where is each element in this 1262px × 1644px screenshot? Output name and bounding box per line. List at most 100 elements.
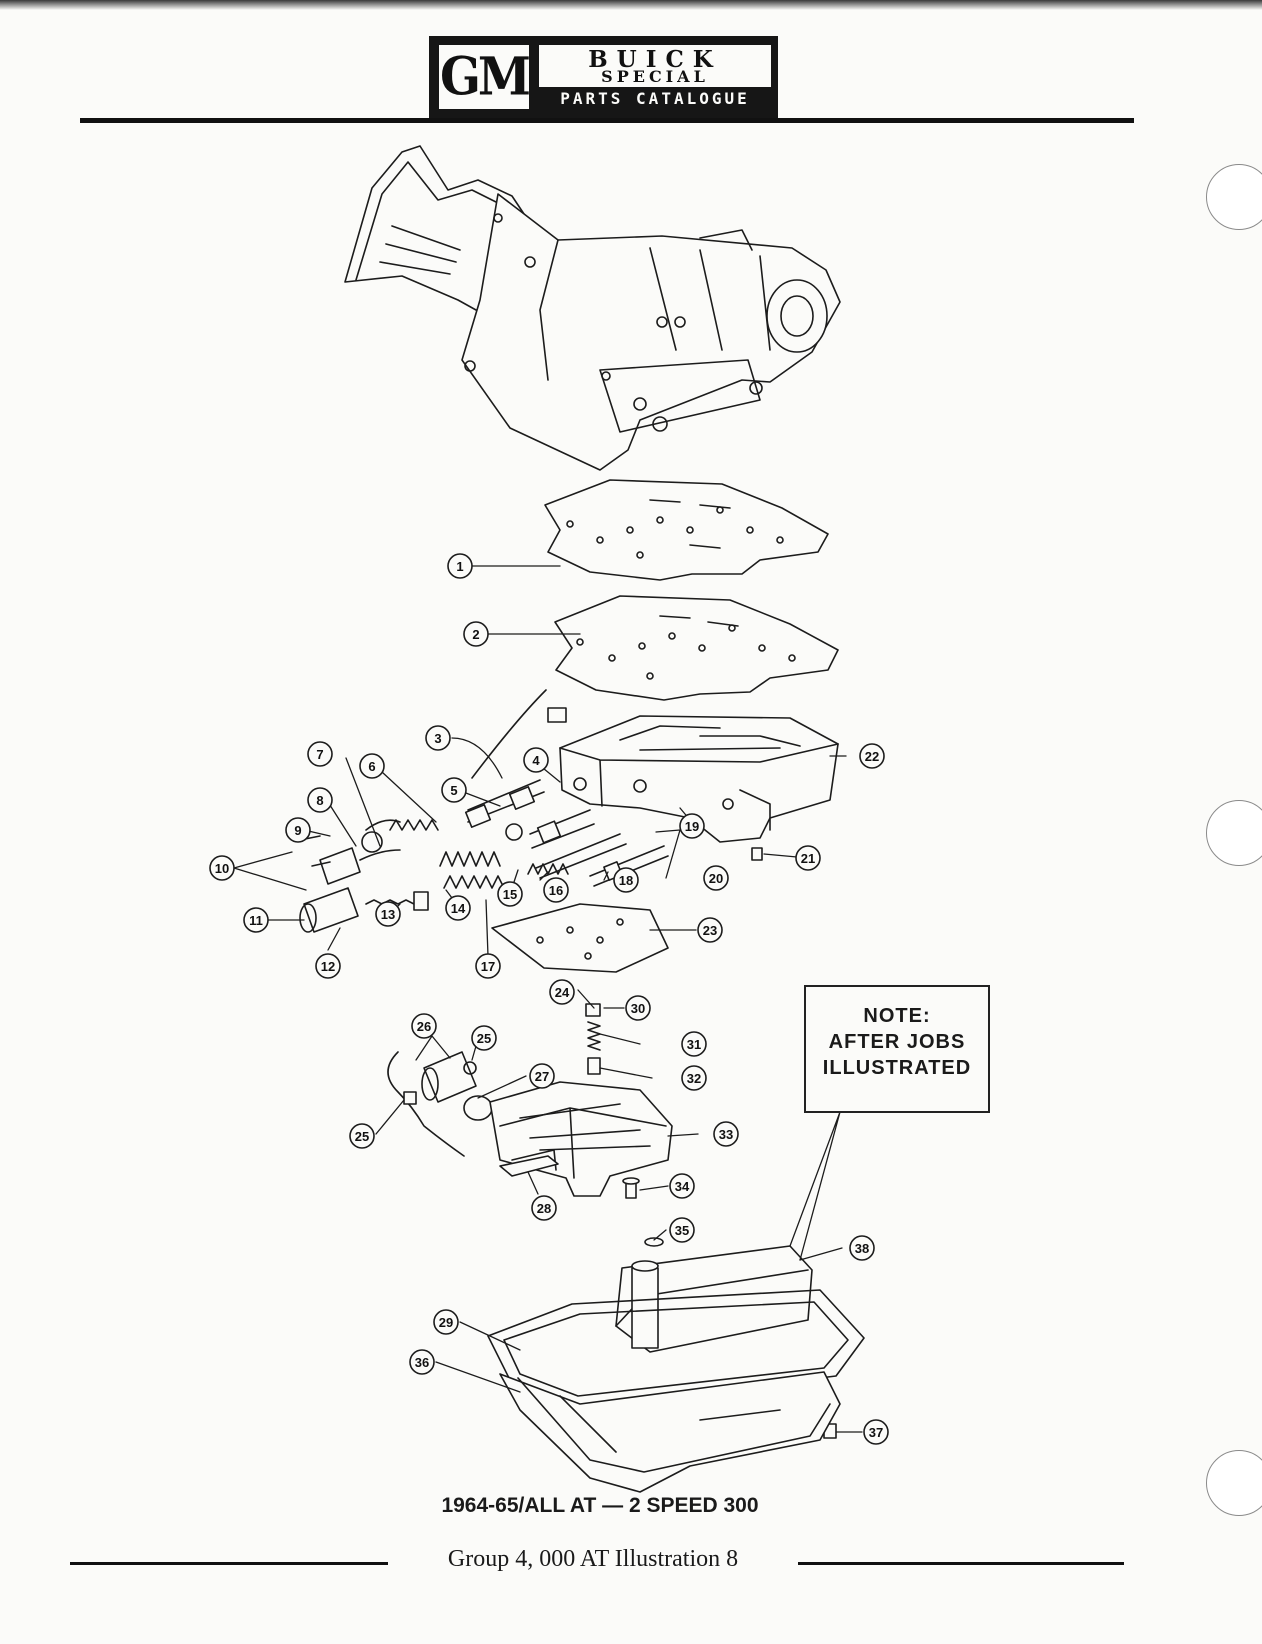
callout-label: 24 — [555, 985, 570, 1000]
callout-25b — [349, 1123, 375, 1149]
callout-6 — [359, 753, 385, 779]
callout-label: 5 — [450, 783, 457, 798]
part-3-valve — [464, 689, 567, 828]
part-28-clip — [499, 1155, 559, 1177]
callout-38 — [849, 1235, 875, 1261]
callout-31 — [681, 1031, 707, 1057]
callout-37 — [863, 1419, 889, 1445]
callout-label: 21 — [801, 851, 815, 866]
callout-label: 28 — [537, 1201, 551, 1216]
callout-label: 36 — [415, 1355, 429, 1370]
callout-label: 17 — [481, 959, 495, 974]
callout-11 — [243, 907, 269, 933]
callout-1 — [447, 553, 473, 579]
diagram-caption: 1964-65/ALL AT — 2 SPEED 300 — [441, 1494, 759, 1517]
part-1-gasket — [544, 479, 829, 581]
callout-label: 25 — [355, 1129, 369, 1144]
gm-mark: GM — [439, 45, 531, 109]
callout-label: 38 — [855, 1241, 869, 1256]
callout-33 — [713, 1121, 739, 1147]
callout-label: 35 — [675, 1223, 689, 1238]
callout-14 — [445, 895, 471, 921]
callout-5 — [441, 777, 467, 803]
callout-label: 3 — [434, 731, 441, 746]
callout-7 — [307, 741, 333, 767]
part-19-valve — [529, 809, 627, 879]
callout-15 — [497, 881, 523, 907]
callout-label: 22 — [865, 749, 879, 764]
callout-34 — [669, 1173, 695, 1199]
punch-hole-top — [1206, 164, 1262, 230]
callout-28 — [531, 1195, 557, 1221]
callout-17 — [475, 953, 501, 979]
gm-logo: GM BUICK SPECIAL PARTS CATALOGUE — [429, 36, 778, 118]
note-box: NOTE: AFTER JOBS ILLUSTRATED — [804, 985, 990, 1113]
logo-white-panel — [539, 45, 771, 87]
part-23-separator-plate — [491, 903, 669, 973]
callout-label: 4 — [532, 753, 540, 768]
callout-label: 14 — [451, 901, 466, 916]
callout-numbers: 1 2 3 4 5 6 7 8 9 10 11 12 13 14 15 16 1… — [215, 559, 883, 1440]
callout-label: 7 — [316, 747, 323, 762]
logo-subtitle: PARTS CATALOGUE — [560, 89, 750, 108]
part-26-solenoid — [387, 1051, 493, 1157]
part-33-lower-valve-body — [489, 1081, 673, 1197]
part-31-check-spring — [585, 1003, 601, 1075]
callout-label: 16 — [549, 883, 563, 898]
punch-hole-middle — [1206, 800, 1262, 866]
callout-19 — [679, 813, 705, 839]
header-rule — [80, 118, 1134, 123]
transmission-case — [344, 145, 841, 471]
callout-3 — [425, 725, 451, 751]
punch-hole-bottom — [1206, 1450, 1262, 1516]
callout-21 — [795, 845, 821, 871]
callout-label: 15 — [503, 887, 517, 902]
callout-8 — [307, 787, 333, 813]
callout-bubbles — [209, 553, 889, 1445]
part-22-upper-valve-body — [559, 715, 839, 843]
footer-rule-left — [70, 1562, 388, 1565]
part-11-servo-piston — [299, 819, 429, 933]
callout-label: 32 — [687, 1071, 701, 1086]
callout-label: 30 — [631, 1001, 645, 1016]
gm-brand-text: GM — [439, 46, 531, 108]
callout-label: 12 — [321, 959, 335, 974]
note-line-2: AFTER JOBS — [828, 1031, 966, 1053]
callout-label: 1 — [456, 559, 463, 574]
footer-text: Group 4, 000 AT Illustration 8 — [447, 1546, 739, 1572]
logo-model: SPECIAL — [601, 67, 709, 86]
springs — [389, 819, 569, 889]
logo-wordmark: BUICK SPECIAL PARTS CATALOGUE — [539, 45, 771, 109]
logo-make: BUICK — [588, 46, 722, 73]
callout-label: 8 — [316, 793, 323, 808]
callout-label: 37 — [869, 1425, 883, 1440]
callout-26 — [411, 1013, 437, 1039]
callout-23 — [697, 917, 723, 943]
callout-label: 31 — [687, 1037, 701, 1052]
note-heading: NOTE: — [863, 1005, 931, 1027]
callout-label: 10 — [215, 861, 229, 876]
callout-label: 29 — [439, 1315, 453, 1330]
callout-label: 9 — [294, 823, 301, 838]
callout-13 — [375, 901, 401, 927]
part-36-oil-pan — [499, 1371, 841, 1493]
callout-35 — [669, 1217, 695, 1243]
callout-label: 33 — [719, 1127, 733, 1142]
callout-24 — [549, 979, 575, 1005]
part-38-strainer — [615, 1245, 813, 1353]
callout-label: 27 — [535, 1069, 549, 1084]
callout-18 — [613, 867, 639, 893]
part-2-gasket — [554, 595, 839, 701]
callout-20 — [703, 865, 729, 891]
callout-25a — [471, 1025, 497, 1051]
callout-label: 20 — [709, 871, 723, 886]
callout-label: 19 — [685, 819, 699, 834]
callout-label: 11 — [249, 913, 263, 928]
callout-9 — [285, 817, 311, 843]
callout-2 — [463, 621, 489, 647]
callout-29 — [433, 1309, 459, 1335]
callout-36 — [409, 1349, 435, 1375]
callout-label: 26 — [417, 1019, 431, 1034]
callout-label: 18 — [619, 873, 633, 888]
